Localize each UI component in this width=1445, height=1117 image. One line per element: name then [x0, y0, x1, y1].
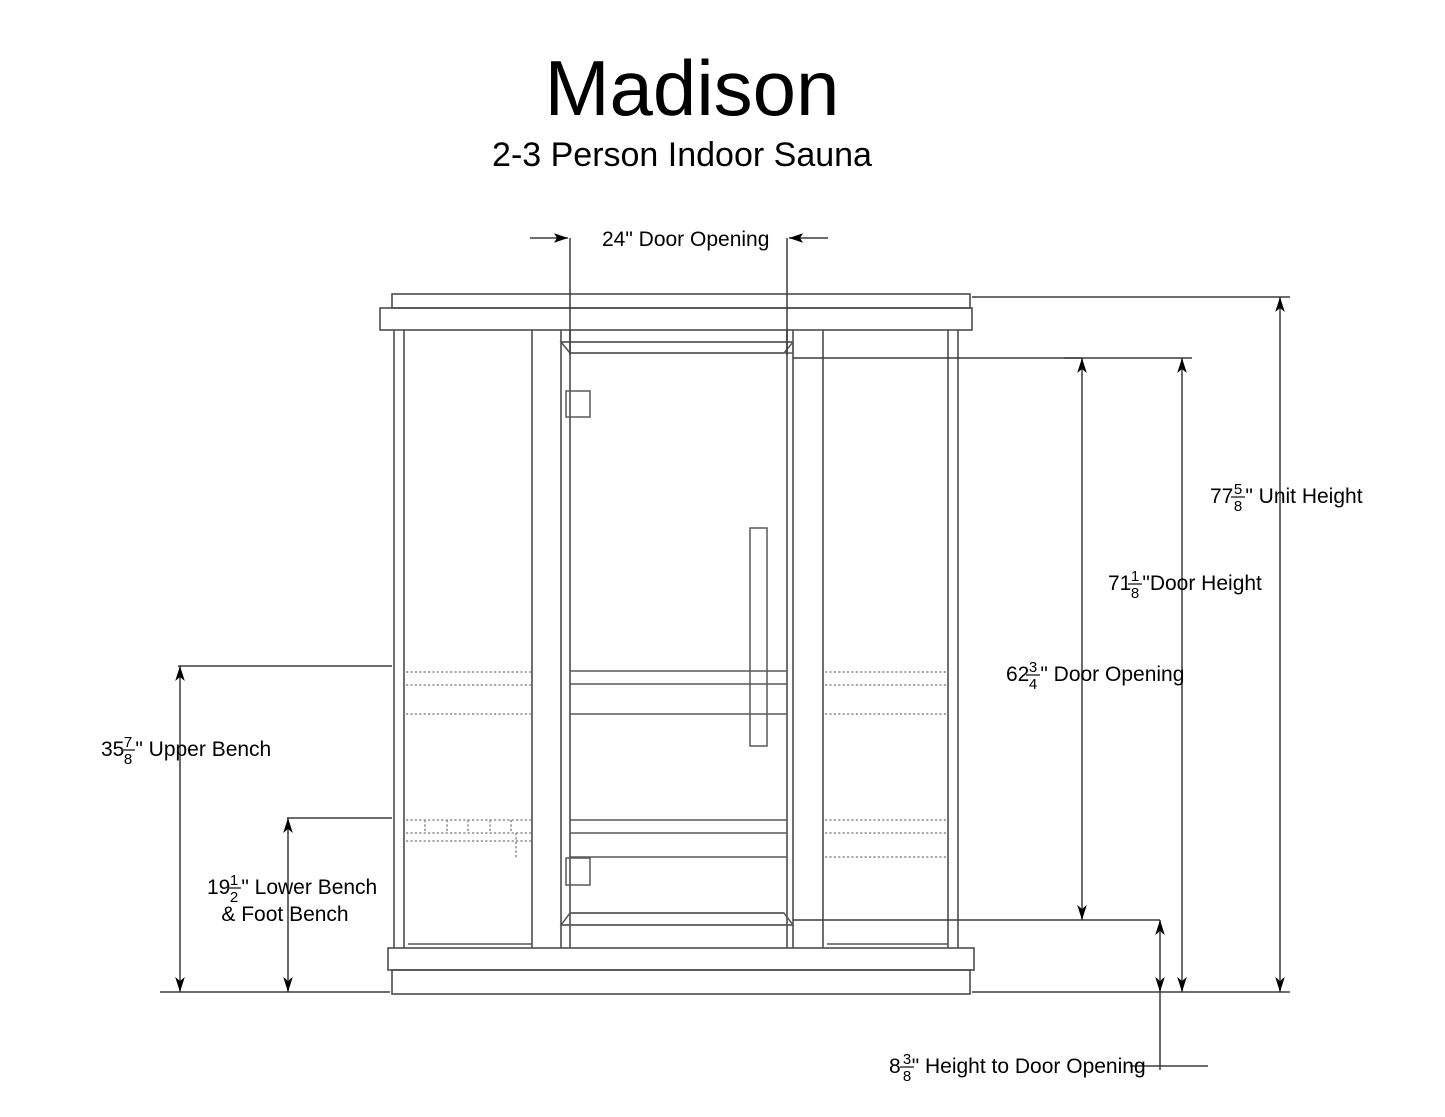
dim-label-door-opening-width: 24" Door Opening — [602, 228, 769, 251]
dim-frac-den-height-to-door: 8 — [903, 1068, 911, 1085]
dim-frac-num-height-to-door: 3 — [903, 1051, 911, 1068]
dim-frac-num-lower-bench: 1 — [230, 872, 238, 889]
dim-extension-lines — [793, 296, 1290, 993]
door-handle — [749, 527, 768, 747]
lower-hinge — [565, 857, 591, 886]
left-side-panel — [393, 330, 533, 948]
dim-label-lower-bench: 19" Lower Bench — [207, 876, 377, 899]
dim-label-door-opening-height: 62" Door Opening — [1006, 663, 1184, 686]
base — [387, 947, 975, 995]
dim-frac-den-door-height: 8 — [1131, 585, 1139, 602]
dim-frac-num-door-opening-height: 3 — [1029, 659, 1037, 676]
dim-label-unit-height: 77" Unit Height — [1210, 485, 1363, 508]
dim-door-opening-width: 24" Door Opening — [530, 228, 828, 355]
dim-door-opening-height: 62" Door Opening 3 4 — [1006, 358, 1184, 920]
sauna-unit — [379, 293, 975, 995]
dim-frac-den-lower-bench: 2 — [230, 889, 238, 906]
dim-label-upper-bench: 35" Upper Bench — [101, 738, 271, 761]
benches-through-door — [570, 670, 787, 858]
dim-label-door-height: 71"Door Height — [1108, 572, 1262, 595]
dim-lower-bench: 19" Lower Bench 1 2 & Foot Bench — [207, 818, 377, 992]
dim-label-lower-bench-line2: & Foot Bench — [221, 903, 348, 926]
dim-door-height: 71"Door Height 1 8 — [1108, 358, 1262, 992]
dim-unit-height: 77" Unit Height 5 8 — [1210, 297, 1363, 992]
dim-frac-den-unit-height: 8 — [1234, 498, 1242, 515]
dim-frac-num-upper-bench: 7 — [124, 734, 132, 751]
dim-frac-num-door-height: 1 — [1131, 568, 1139, 585]
upper-hinge — [565, 390, 591, 418]
page-subtitle: 2-3 Person Indoor Sauna — [492, 136, 872, 174]
lower-bench — [406, 819, 947, 858]
dim-extension-lines-left — [160, 665, 392, 993]
door-frame — [559, 330, 795, 948]
upper-bench — [406, 671, 947, 715]
right-side-panel — [822, 330, 959, 948]
dim-frac-den-upper-bench: 8 — [124, 751, 132, 768]
top-cap — [379, 293, 973, 331]
dim-frac-den-door-opening-height: 4 — [1029, 676, 1037, 693]
page-title: Madison — [545, 44, 840, 132]
dim-frac-num-unit-height: 5 — [1234, 481, 1242, 498]
dim-label-height-to-door-opening: 8" Height to Door Opening — [889, 1055, 1146, 1078]
dim-height-to-door-opening: 8" Height to Door Opening 3 8 — [889, 920, 1208, 1085]
dim-upper-bench: 35" Upper Bench 7 8 — [101, 666, 271, 992]
